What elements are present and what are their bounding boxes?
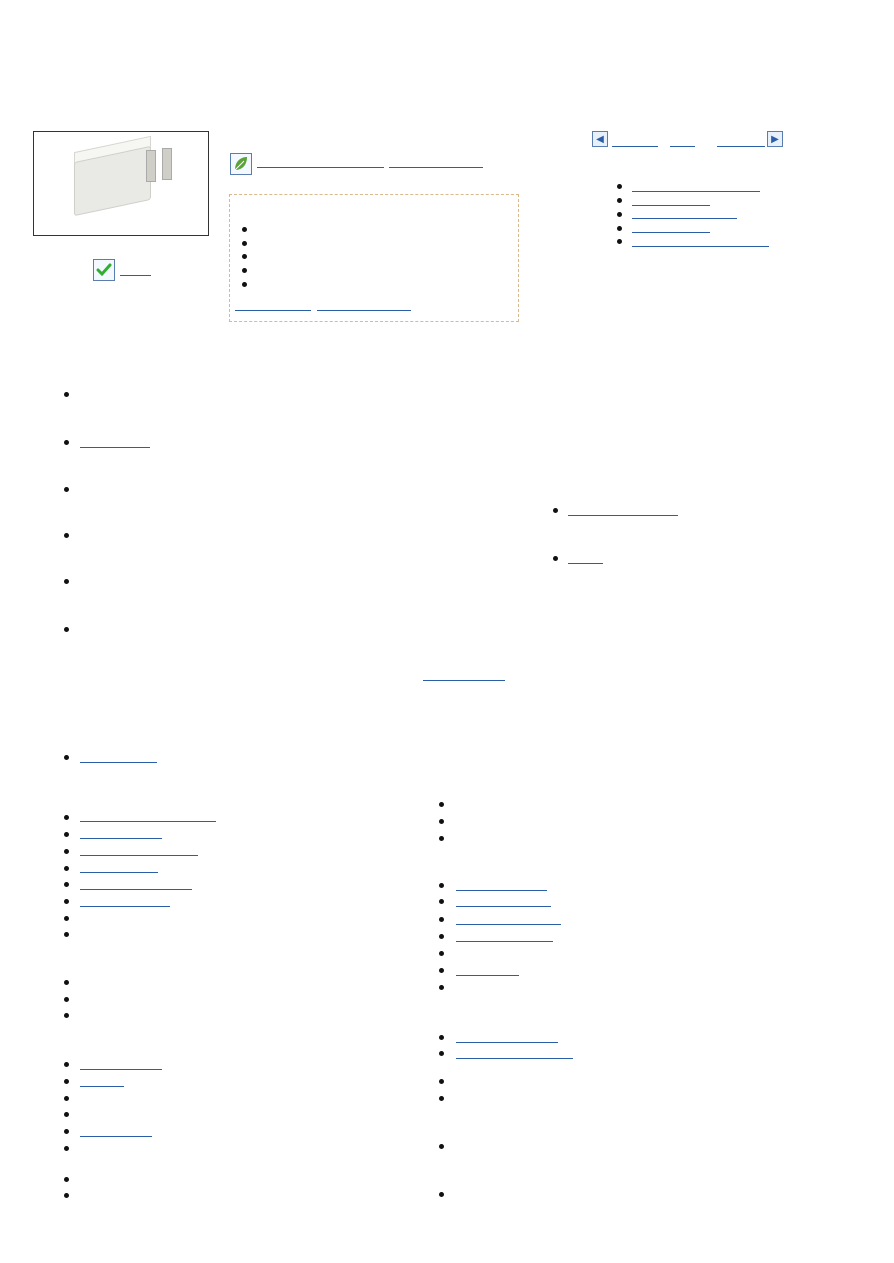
list-bullet	[64, 1193, 69, 1198]
lower-right-link[interactable]	[456, 975, 519, 976]
leaf-link-2[interactable]	[389, 167, 483, 168]
list-bullet	[242, 227, 247, 232]
list-bullet	[242, 268, 247, 273]
info-box-link-1[interactable]	[235, 310, 311, 311]
list-bullet	[64, 932, 69, 937]
list-bullet	[64, 1177, 69, 1182]
list-bullet	[64, 866, 69, 871]
list-bullet	[64, 440, 69, 445]
arrow-right-icon[interactable]: ▶	[767, 131, 783, 147]
list-bullet	[439, 819, 444, 824]
lower-link[interactable]	[80, 1086, 124, 1087]
lower-link[interactable]	[80, 838, 162, 839]
lower-link[interactable]	[80, 889, 192, 890]
list-bullet	[439, 951, 444, 956]
list-bullet	[439, 802, 444, 807]
list-bullet	[64, 487, 69, 492]
list-bullet	[553, 508, 558, 513]
list-bullet	[64, 815, 69, 820]
right-link[interactable]	[568, 563, 603, 564]
lower-link[interactable]	[80, 1136, 152, 1137]
list-bullet	[439, 934, 444, 939]
right-link[interactable]	[568, 515, 678, 516]
lower-link[interactable]	[80, 855, 198, 856]
leaf-icon[interactable]	[230, 153, 252, 175]
lower-right-link[interactable]	[456, 941, 553, 942]
list-bullet	[64, 627, 69, 632]
check-icon[interactable]	[93, 259, 115, 281]
lower-link[interactable]	[80, 762, 157, 763]
list-bullet	[242, 254, 247, 259]
list-bullet	[617, 184, 622, 189]
list-bullet	[64, 755, 69, 760]
list-bullet	[617, 226, 622, 231]
list-bullet	[64, 832, 69, 837]
list-bullet	[439, 917, 444, 922]
list-bullet	[64, 916, 69, 921]
lower-right-link[interactable]	[456, 924, 561, 925]
list-bullet	[439, 1144, 444, 1149]
list-bullet	[64, 579, 69, 584]
list-bullet	[64, 849, 69, 854]
lower-right-link[interactable]	[456, 1042, 558, 1043]
list-bullet	[439, 985, 444, 990]
list-bullet	[242, 282, 247, 287]
arrow-left-icon[interactable]: ◀	[592, 131, 608, 147]
side-link[interactable]	[632, 191, 760, 192]
product-image	[33, 131, 209, 236]
list-bullet	[439, 883, 444, 888]
list-bullet	[64, 1112, 69, 1117]
lower-link[interactable]	[80, 821, 216, 822]
nav-link-3[interactable]	[717, 146, 765, 147]
list-bullet	[64, 980, 69, 985]
info-box-link-2[interactable]	[317, 310, 411, 311]
list-bullet	[64, 1096, 69, 1101]
list-bullet	[64, 1146, 69, 1151]
list-bullet	[439, 1051, 444, 1056]
list-bullet	[64, 392, 69, 397]
list-bullet	[64, 899, 69, 904]
side-link[interactable]	[632, 232, 710, 233]
relay-terminal-shape	[162, 148, 172, 180]
lower-right-link[interactable]	[456, 1058, 573, 1059]
list-bullet	[439, 836, 444, 841]
side-link[interactable]	[632, 246, 769, 247]
lower-link[interactable]	[80, 872, 158, 873]
list-bullet	[617, 198, 622, 203]
list-bullet	[64, 1062, 69, 1067]
relay-terminal-shape	[146, 150, 156, 182]
center-link[interactable]	[423, 680, 505, 681]
lower-right-link[interactable]	[456, 890, 547, 891]
list-bullet	[439, 968, 444, 973]
side-link[interactable]	[632, 218, 737, 219]
list-bullet	[64, 882, 69, 887]
list-bullet	[439, 899, 444, 904]
list-bullet	[64, 1079, 69, 1084]
list-bullet	[242, 241, 247, 246]
list-bullet	[64, 1129, 69, 1134]
leaf-link-1[interactable]	[257, 167, 384, 168]
list-bullet	[617, 212, 622, 217]
check-link[interactable]	[120, 275, 151, 276]
side-link[interactable]	[632, 205, 710, 206]
list-bullet	[439, 1096, 444, 1101]
list-bullet	[64, 1013, 69, 1018]
nav-link-1[interactable]	[612, 146, 658, 147]
list-bullet	[64, 533, 69, 538]
lower-right-link[interactable]	[456, 906, 551, 907]
lower-link[interactable]	[80, 906, 170, 907]
lower-link[interactable]	[80, 1069, 162, 1070]
info-box	[229, 194, 519, 322]
list-bullet	[617, 239, 622, 244]
list-bullet	[439, 1035, 444, 1040]
list-bullet	[439, 1079, 444, 1084]
list-bullet	[553, 556, 558, 561]
list-bullet	[64, 997, 69, 1002]
main-link[interactable]	[80, 447, 150, 448]
nav-link-2[interactable]	[670, 146, 695, 147]
list-bullet	[439, 1192, 444, 1197]
